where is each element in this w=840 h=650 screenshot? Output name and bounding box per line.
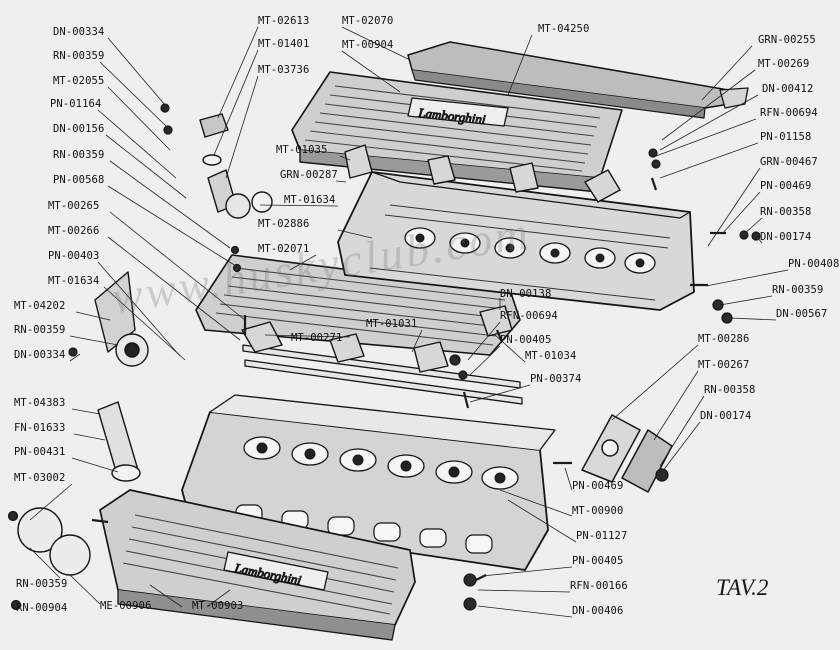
part-label: MT-01034 bbox=[525, 350, 577, 362]
part-label: MT-00267 bbox=[698, 359, 750, 371]
part-label: MT-00904 bbox=[342, 39, 394, 51]
part-label: PN-00408 bbox=[788, 258, 840, 270]
part-label: PN-00403 bbox=[48, 250, 100, 262]
part-label: RN-00359 bbox=[14, 324, 66, 336]
part-label: RN-00904 bbox=[16, 602, 68, 614]
part-label: ME-00906 bbox=[100, 600, 152, 612]
plate-id: TAV.2 bbox=[716, 575, 769, 600]
part-label: RN-00359 bbox=[53, 50, 105, 62]
part-label: PN-00469 bbox=[572, 480, 624, 492]
part-label: GRN-00287 bbox=[280, 169, 338, 181]
small-hardware bbox=[7, 103, 761, 611]
cylinder-head-upper bbox=[337, 171, 695, 311]
part-label: GRN-00255 bbox=[758, 34, 816, 46]
part-label: DN-00138 bbox=[500, 288, 552, 300]
part-label: DN-00567 bbox=[776, 308, 828, 320]
part-label: RN-00359 bbox=[53, 149, 105, 161]
part-label: MT-02886 bbox=[258, 218, 310, 230]
part-label: MT-01634 bbox=[284, 194, 336, 206]
part-label: PN-00469 bbox=[760, 180, 812, 192]
cam-cover-middle bbox=[195, 254, 521, 356]
part-label: DN-00174 bbox=[760, 231, 812, 243]
part-label: MT-00900 bbox=[572, 505, 624, 517]
part-label: PN-01158 bbox=[760, 131, 812, 143]
part-label: MT-01031 bbox=[366, 318, 418, 330]
cover-logo-top: Lamborghini bbox=[417, 105, 487, 127]
part-label: PN-01127 bbox=[576, 530, 628, 542]
part-label: MT-00286 bbox=[698, 333, 750, 345]
cam-cover-bottom: Lamborghini bbox=[99, 489, 416, 641]
part-label: RFN-00694 bbox=[500, 310, 558, 322]
part-label: RN-00359 bbox=[772, 284, 824, 296]
part-label: MT-01401 bbox=[258, 38, 310, 50]
part-label: DN-00412 bbox=[762, 83, 814, 95]
part-label: MT-02613 bbox=[258, 15, 310, 27]
part-label: DN-00156 bbox=[53, 123, 105, 135]
leader-lines bbox=[29, 26, 789, 618]
studs bbox=[91, 177, 726, 581]
part-label: MT-00266 bbox=[48, 225, 100, 237]
part-label: GRN-00467 bbox=[760, 156, 818, 168]
part-label: MT-04383 bbox=[14, 397, 66, 409]
part-label: MT-01634 bbox=[48, 275, 100, 287]
part-label: MT-00271 bbox=[291, 332, 343, 344]
part-label: MT-04250 bbox=[538, 23, 590, 35]
top-left-fittings bbox=[199, 113, 273, 219]
part-label: MT-01035 bbox=[276, 144, 328, 156]
part-label: MT-00903 bbox=[192, 600, 244, 612]
part-label: MT-00265 bbox=[48, 200, 100, 212]
part-label: MT-03736 bbox=[258, 64, 310, 76]
part-label: RN-00358 bbox=[704, 384, 756, 396]
part-label: MT-04202 bbox=[14, 300, 66, 312]
part-label: DN-00406 bbox=[572, 605, 624, 617]
part-label: PN-00405 bbox=[572, 555, 624, 567]
left-water-outlet bbox=[17, 271, 149, 576]
part-label: MT-00269 bbox=[758, 58, 810, 70]
part-label: MT-02071 bbox=[258, 243, 310, 255]
top-rail bbox=[407, 41, 749, 119]
part-label: PN-00374 bbox=[530, 373, 582, 385]
part-label: RN-00358 bbox=[760, 206, 812, 218]
part-label: RFN-00694 bbox=[760, 107, 818, 119]
part-label: DN-00174 bbox=[700, 410, 752, 422]
part-label: PN-00568 bbox=[53, 174, 105, 186]
part-label: RFN-00166 bbox=[570, 580, 628, 592]
part-label: RN-00359 bbox=[16, 578, 68, 590]
part-label: DN-00334 bbox=[14, 349, 66, 361]
right-plates bbox=[581, 414, 673, 493]
part-label: DN-00334 bbox=[53, 26, 105, 38]
part-label: MT-02070 bbox=[342, 15, 394, 27]
part-label: MT-02055 bbox=[53, 75, 105, 87]
part-label: PN-00405 bbox=[500, 334, 552, 346]
part-label: PN-00431 bbox=[14, 446, 66, 458]
part-label: MT-03002 bbox=[14, 472, 66, 484]
part-label: PN-01164 bbox=[50, 98, 102, 110]
cam-caps bbox=[241, 144, 621, 373]
part-label: FN-01633 bbox=[14, 422, 66, 434]
